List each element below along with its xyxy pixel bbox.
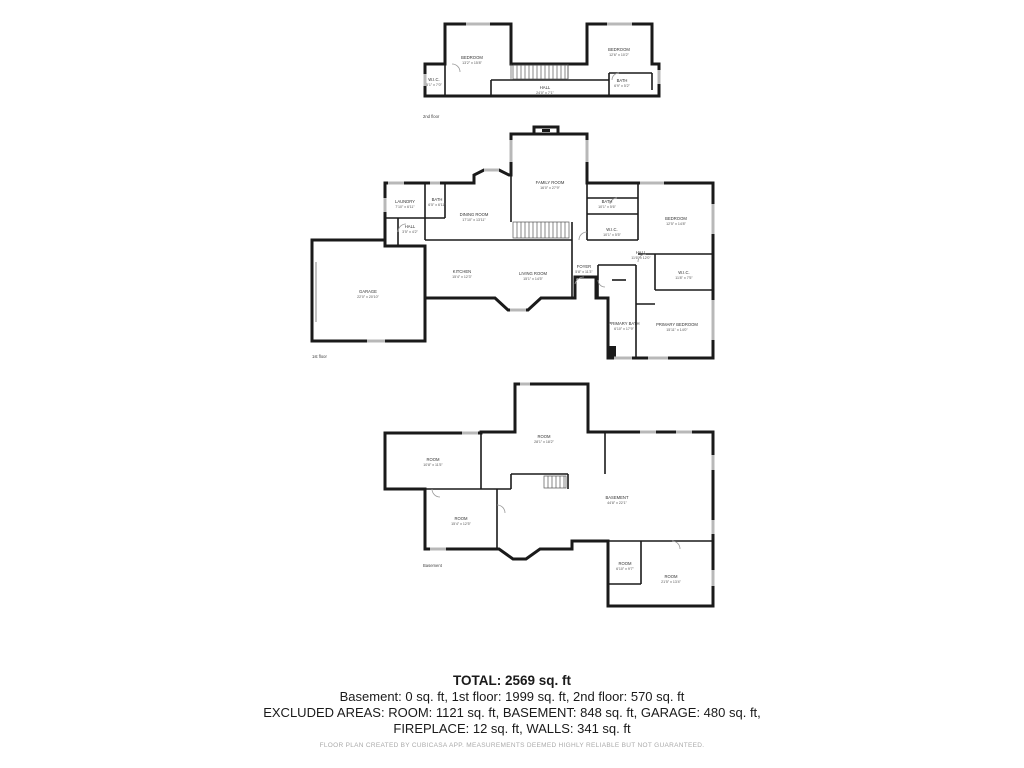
svg-text:BATH: BATH	[602, 199, 613, 204]
svg-text:HALL: HALL	[636, 250, 647, 255]
svg-text:12'6" x 10'2": 12'6" x 10'2"	[609, 53, 629, 57]
svg-text:10'8" x 11'5": 10'8" x 11'5"	[423, 463, 443, 467]
svg-text:22'0" x 20'10": 22'0" x 20'10"	[357, 295, 379, 299]
svg-text:ROOM: ROOM	[618, 561, 632, 566]
svg-text:16'0" x 27'9": 16'0" x 27'9"	[540, 186, 560, 190]
svg-text:6'10" x 9'7": 6'10" x 9'7"	[616, 567, 634, 571]
floor-2-plan	[423, 22, 661, 98]
svg-text:LAUNDRY: LAUNDRY	[395, 199, 415, 204]
main-stairs	[512, 221, 570, 239]
svg-text:PRIMARY BATH: PRIMARY BATH	[609, 321, 640, 326]
svg-text:15'11" x 14'0": 15'11" x 14'0"	[666, 328, 688, 332]
room-label: W.I.C.10'1" x 5'5"	[603, 227, 621, 237]
svg-text:PRIMARY BEDROOM: PRIMARY BEDROOM	[656, 322, 698, 327]
svg-text:BATH: BATH	[432, 197, 443, 202]
room-label: W.I.C.11'8" x 7'5"	[675, 270, 693, 280]
svg-text:24'0" x 7'1": 24'0" x 7'1"	[536, 91, 554, 95]
floor-basement-label: Basement	[423, 563, 443, 568]
floor-areas: Basement: 0 sq. ft, 1st floor: 1999 sq. …	[339, 689, 685, 704]
svg-text:6'9" x 5'2": 6'9" x 5'2"	[614, 84, 630, 88]
floor-basement-plan	[383, 382, 715, 608]
svg-text:W.I.C.: W.I.C.	[678, 270, 689, 275]
svg-text:ROOM: ROOM	[454, 516, 468, 521]
svg-text:5'1" x 7'0": 5'1" x 7'0"	[426, 83, 442, 87]
svg-text:BEDROOM: BEDROOM	[608, 47, 630, 52]
svg-text:7'10" x 6'11": 7'10" x 6'11"	[395, 205, 415, 209]
svg-text:ROOM: ROOM	[426, 457, 440, 462]
excluded-areas: EXCLUDED AREAS: ROOM: 1121 sq. ft, BASEM…	[263, 705, 761, 720]
svg-text:11'8" x 7'5": 11'8" x 7'5"	[675, 276, 693, 280]
svg-text:KITCHEN: KITCHEN	[453, 269, 471, 274]
room-label: W.I.C.5'1" x 7'0"	[426, 77, 442, 87]
svg-text:FAMILY ROOM: FAMILY ROOM	[536, 180, 565, 185]
svg-text:ROOM: ROOM	[537, 434, 551, 439]
svg-text:10'1" x 5'6": 10'1" x 5'6"	[598, 205, 616, 209]
svg-text:GARAGE: GARAGE	[359, 289, 377, 294]
svg-text:21'5" x 13'4": 21'5" x 13'4"	[661, 580, 681, 584]
svg-text:W.I.C.: W.I.C.	[428, 77, 439, 82]
svg-text:HALL: HALL	[405, 224, 416, 229]
svg-text:BATH: BATH	[617, 78, 628, 83]
svg-text:LIVING ROOM: LIVING ROOM	[519, 271, 547, 276]
floor-plan-drawing: 2nd floor	[310, 22, 715, 608]
basement-stairs	[543, 475, 567, 489]
disclaimer: FLOOR PLAN CREATED BY CUBICASA APP. MEAS…	[319, 742, 705, 749]
svg-text:13'2" x 15'8": 13'2" x 15'8"	[462, 61, 482, 65]
svg-text:BEDROOM: BEDROOM	[461, 55, 483, 60]
svg-text:17'10" x 13'11": 17'10" x 13'11"	[462, 218, 486, 222]
upper-stairs	[512, 64, 569, 80]
svg-text:W.I.C.: W.I.C.	[606, 227, 617, 232]
svg-text:28'1" x 18'2": 28'1" x 18'2"	[534, 440, 554, 444]
floor-1-plan	[310, 125, 715, 360]
svg-text:HALL: HALL	[540, 85, 551, 90]
svg-text:5'8" x 11'3": 5'8" x 11'3"	[575, 270, 593, 274]
svg-text:BEDROOM: BEDROOM	[665, 216, 687, 221]
floor-2-label: 2nd floor	[423, 114, 440, 119]
svg-text:12'5" x 14'8": 12'5" x 14'8"	[666, 222, 686, 226]
svg-text:10'1" x 5'5": 10'1" x 5'5"	[603, 233, 621, 237]
svg-text:DINING ROOM: DINING ROOM	[460, 212, 489, 217]
floor-1-label: 1st floor	[312, 354, 328, 359]
svg-text:6'10" x 17'9": 6'10" x 17'9"	[614, 327, 634, 331]
svg-text:6'5" x 6'11": 6'5" x 6'11"	[428, 203, 446, 207]
svg-text:3'5" x 4'2": 3'5" x 4'2"	[402, 230, 418, 234]
svg-text:15'1" x 14'5": 15'1" x 14'5"	[523, 277, 543, 281]
total-area: TOTAL: 2569 sq. ft	[452, 673, 572, 688]
svg-text:15'4" x 12'3": 15'4" x 12'3"	[452, 275, 472, 279]
svg-text:FOYER: FOYER	[577, 264, 591, 269]
area-summary: TOTAL: 2569 sq. ft Basement: 0 sq. ft, 1…	[0, 672, 1024, 737]
svg-text:ROOM: ROOM	[664, 574, 678, 579]
excluded-areas-continued: FIREPLACE: 12 sq. ft, WALLS: 341 sq. ft	[393, 721, 631, 736]
svg-text:11'6" x 12'0": 11'6" x 12'0"	[631, 256, 651, 260]
svg-text:BASEMENT: BASEMENT	[605, 495, 628, 500]
svg-text:15'4" x 12'5": 15'4" x 12'5"	[451, 522, 471, 526]
svg-text:44'8" x 22'1": 44'8" x 22'1"	[607, 501, 627, 505]
